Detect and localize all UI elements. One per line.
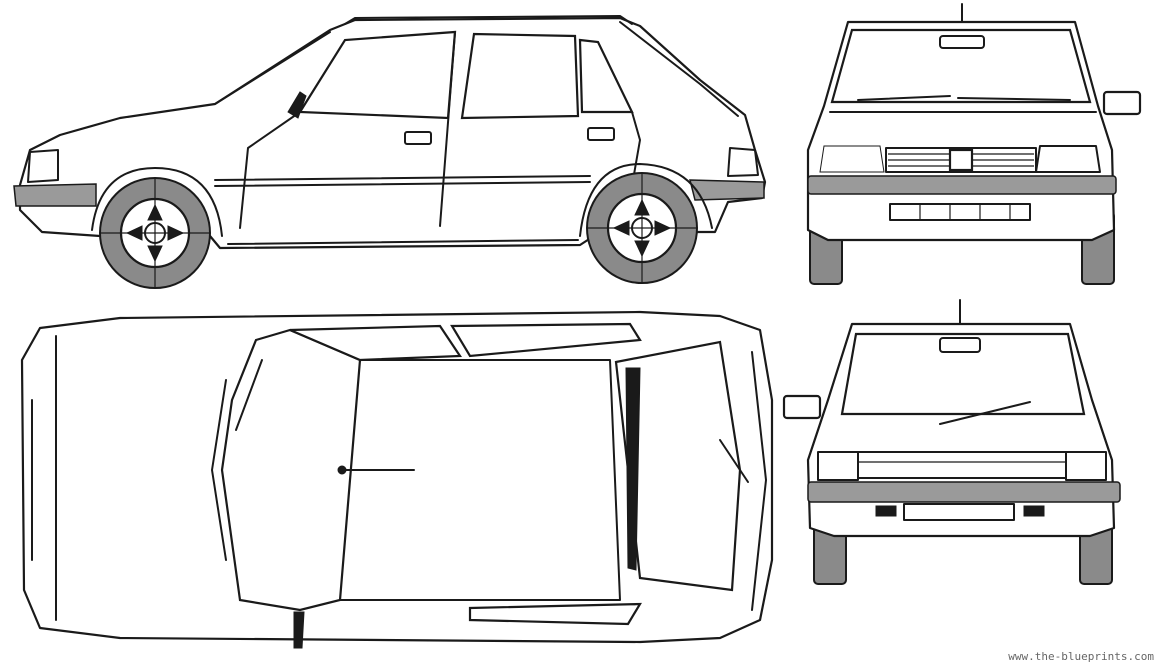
side-rear-door-window: [460, 32, 580, 120]
front-bumper: [807, 175, 1117, 195]
top-roof-outline: [339, 359, 621, 601]
side-roof-rail: [344, 15, 633, 25]
front-rearview-mirror: [939, 35, 985, 49]
top-rear-window-seal: [625, 367, 641, 571]
top-side-window-bottom: [468, 602, 642, 626]
top-windshield-trim: [211, 379, 227, 561]
top-mirror: [293, 611, 305, 649]
side-rear-door-handle: [587, 127, 615, 141]
front-lower-grille-bars: [919, 204, 1011, 220]
side-rear-window-pillar: [619, 21, 739, 117]
side-trim-strip-lower: [214, 181, 591, 187]
rear-window: [840, 332, 1086, 416]
top-rear-edge: [751, 351, 767, 611]
side-sill: [227, 239, 579, 245]
side-rear-hub: [587, 173, 697, 283]
front-windshield: [830, 28, 1092, 104]
front-badge: [948, 148, 974, 172]
front-left-headlight: [819, 145, 885, 173]
top-body-outline: [20, 310, 774, 644]
rear-bumper: [807, 481, 1121, 503]
side-view: [13, 15, 767, 289]
rear-trim-panel: [857, 451, 1067, 479]
side-front-wheel-arch: [91, 167, 223, 237]
side-rear-wheel-arch: [579, 163, 713, 237]
side-front-door-handle: [404, 131, 432, 145]
rear-view: [782, 299, 1121, 585]
top-front-wiper: [235, 359, 263, 431]
watermark-text: www.the-blueprints.com: [1008, 650, 1154, 663]
top-view: [20, 310, 774, 649]
front-right-headlight: [1035, 145, 1101, 173]
front-view: [806, 3, 1142, 285]
rear-mirror: [782, 394, 822, 420]
rear-right-reflector: [1023, 505, 1045, 517]
front-wiper: [857, 95, 951, 101]
side-trim-strip: [214, 175, 591, 181]
rear-plate: [903, 503, 1015, 521]
side-front-door-line: [239, 111, 301, 229]
top-rear-wiper: [719, 439, 749, 483]
rear-left-reflector: [875, 505, 897, 517]
front-wiper-right: [957, 97, 1071, 101]
side-front-hub: [100, 178, 210, 288]
rear-wiper: [939, 401, 1031, 425]
side-mirror: [287, 91, 307, 119]
top-side-window-front: [289, 324, 463, 362]
front-lower-grille: [889, 203, 1031, 221]
side-taillight: [727, 147, 759, 177]
top-antenna-base: [337, 465, 347, 475]
side-front-bumper: [13, 183, 97, 207]
front-mirror: [1102, 90, 1142, 116]
rear-brake-light: [939, 337, 981, 353]
side-headlight: [27, 149, 59, 183]
side-windshield: [214, 31, 331, 105]
side-door-split-line: [439, 31, 456, 227]
top-side-window-rear: [450, 322, 642, 358]
side-rear-bumper: [689, 179, 765, 201]
front-grille: [885, 147, 1037, 173]
